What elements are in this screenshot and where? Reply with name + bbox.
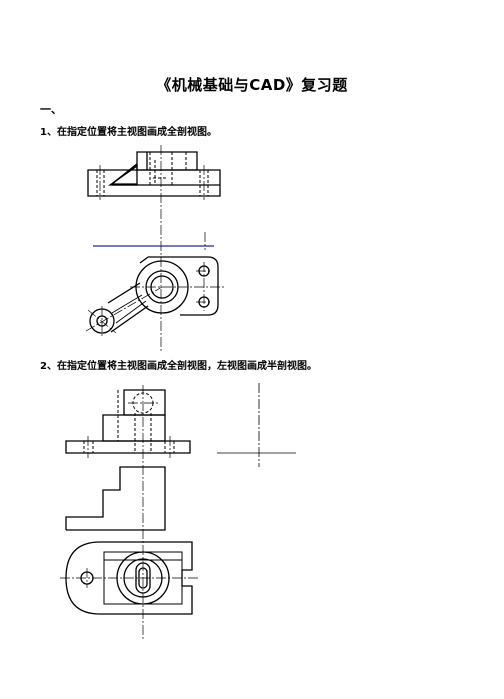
question-2: 2、在指定位置将主视图画成全剖视图，左视图画成半剖视图。 xyxy=(40,361,317,372)
section-heading: 一、 xyxy=(40,103,62,116)
figure-2-front-view xyxy=(66,385,190,640)
figure-2-top-view xyxy=(60,542,200,614)
figure-2-left-view-area xyxy=(217,383,296,467)
figure-1-top-view xyxy=(86,257,226,336)
question-1: 1、在指定位置将主视图画成全剖视图。 xyxy=(40,127,217,138)
page-title: 《机械基础与CAD》复习题 xyxy=(156,76,348,94)
figure-1-front-view xyxy=(88,145,220,352)
figure-2-side-profile xyxy=(66,467,165,530)
